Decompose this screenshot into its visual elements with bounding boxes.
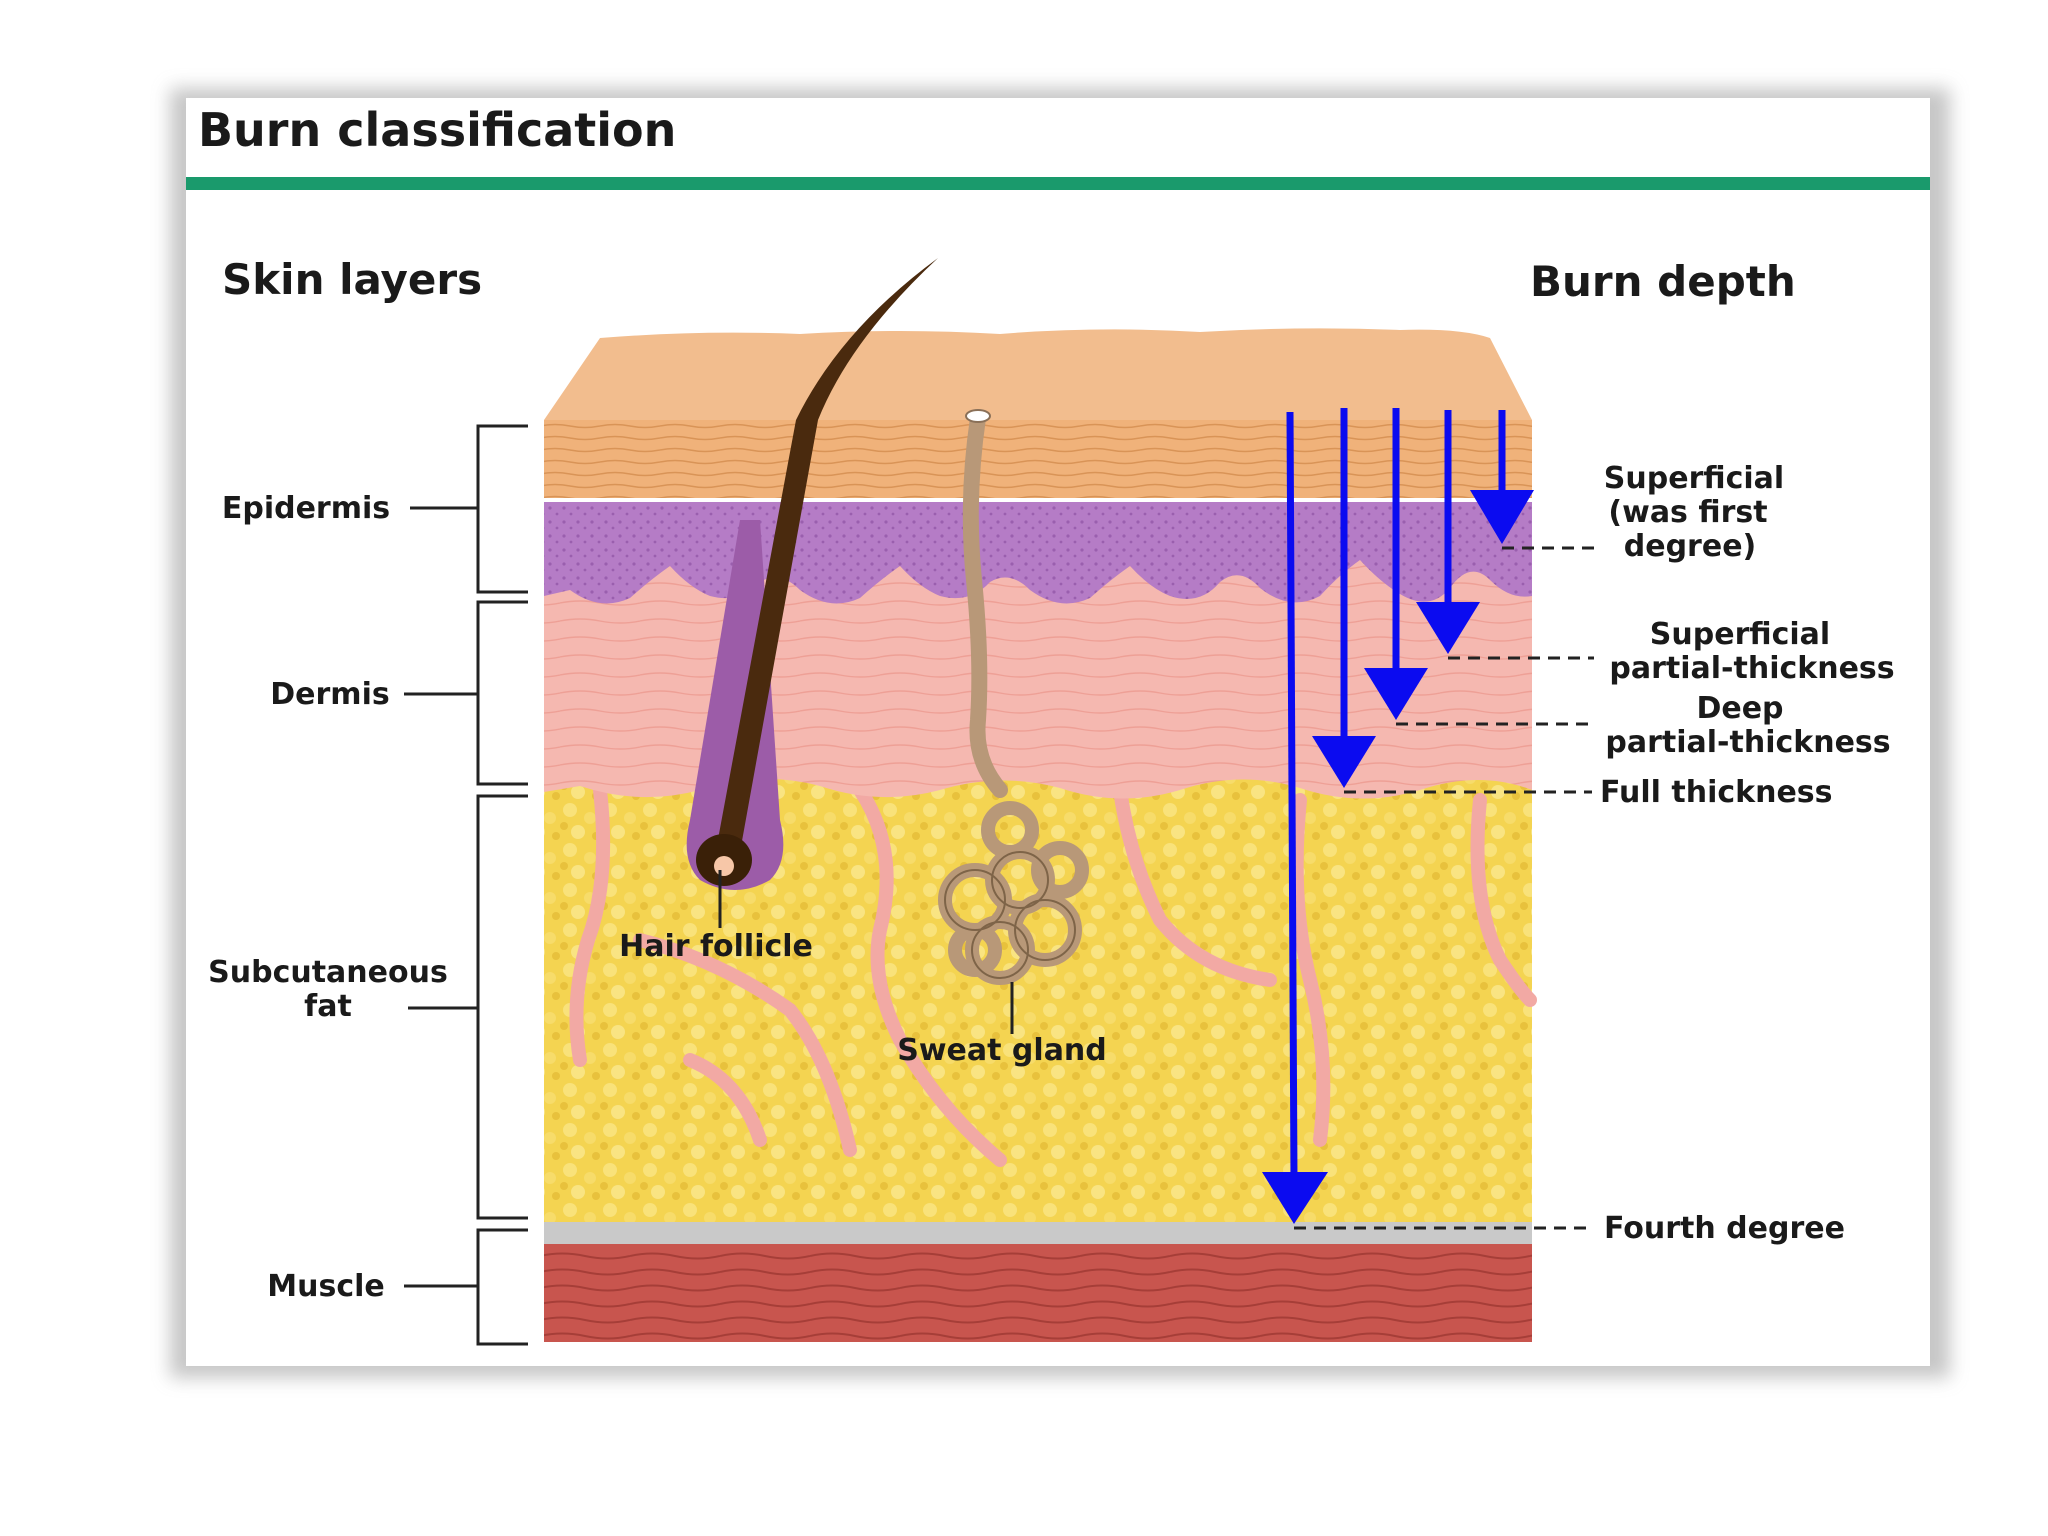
arrow-superficial-partial [1416,410,1480,654]
arrow-superficial [1470,410,1534,544]
skin-layers-heading: Skin layers [222,255,482,304]
arrow-deep-partial [1364,408,1428,720]
muscle-layer [544,1242,1532,1342]
title-rule [186,177,1930,190]
fascia-layer [544,1220,1532,1244]
hair-shaft [716,258,938,852]
label-fat: fat [304,989,352,1024]
arrow-fourth-degree [1262,411,1328,1224]
fat-septa [569,783,1537,1167]
depth-superficial-3: degree) [1624,529,1757,564]
depth-leaders [1294,546,1594,1230]
layer-brackets [404,424,528,1346]
label-sweat-gland: Sweat gland [897,1033,1107,1068]
depth-sup-partial-1: Superficial [1650,617,1830,652]
burn-depth-heading: Burn depth [1530,257,1796,306]
stratum-corneum [544,328,1532,420]
label-epidermis: Epidermis [222,491,390,526]
epidermis-layer [544,420,1532,500]
depth-full-thickness: Full thickness [1600,775,1833,810]
arrow-full-thickness [1312,408,1376,788]
depth-fourth-degree: Fourth degree [1604,1211,1845,1246]
depth-deep-partial-2: partial-thickness [1605,725,1890,760]
depth-sup-partial-2: partial-thickness [1609,651,1894,686]
dermis-layer [544,560,1532,799]
sweat-gland [938,409,1089,1034]
depth-superficial-2: (was first [1608,495,1767,530]
depth-deep-partial-1: Deep [1696,691,1783,726]
depth-superficial-1: Superficial [1604,461,1784,496]
sweat-duct [962,410,1008,798]
label-hair-follicle: Hair follicle [619,929,813,964]
label-dermis: Dermis [270,677,389,712]
label-muscle: Muscle [267,1269,384,1304]
burn-depth-arrows [1262,408,1534,1224]
hair-follicle [686,258,938,928]
figure-title: Burn classification [198,103,676,157]
label-subcutaneous: Subcutaneous [208,955,448,990]
